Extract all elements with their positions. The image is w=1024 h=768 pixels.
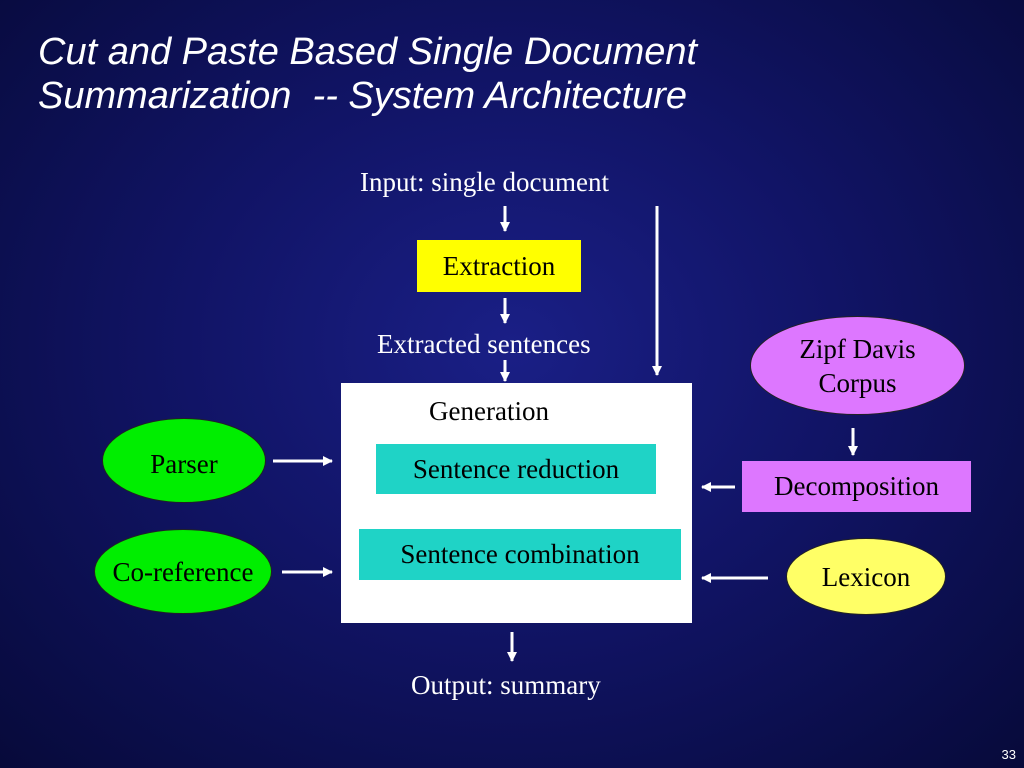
zipf-davis-corpus-ellipse: Zipf Davis Corpus [750,316,965,415]
coreference-label: Co-reference [112,556,254,587]
input-label: Input: single document [360,167,609,197]
slide-title-line-2: Summarization -- System Architecture [38,75,687,117]
lexicon-label: Lexicon [821,561,911,592]
extracted-sentences-label: Extracted sentences [377,329,591,359]
slide-number: 33 [1001,747,1016,762]
output-label: Output: summary [411,670,601,700]
parser-ellipse: Parser [102,418,266,503]
lexicon-ellipse: Lexicon [786,538,946,615]
slide-title-line-1: Cut and Paste Based Single Document [38,31,698,73]
corpus-label-line-1: Zipf Davis [799,333,916,364]
decomposition-box: Decomposition [742,461,971,512]
corpus-label-line-2: Corpus [818,367,897,398]
sentence-combination-box: Sentence combination [359,529,681,580]
sentence-reduction-box: Sentence reduction [376,444,656,494]
extraction-box: Extraction [417,240,581,292]
generation-label: Generation [429,396,549,426]
coreference-ellipse: Co-reference [94,529,272,614]
parser-label: Parser [150,449,218,479]
generation-box [341,383,692,623]
slide-title: Cut and Paste Based Single Document Summ… [38,30,697,118]
